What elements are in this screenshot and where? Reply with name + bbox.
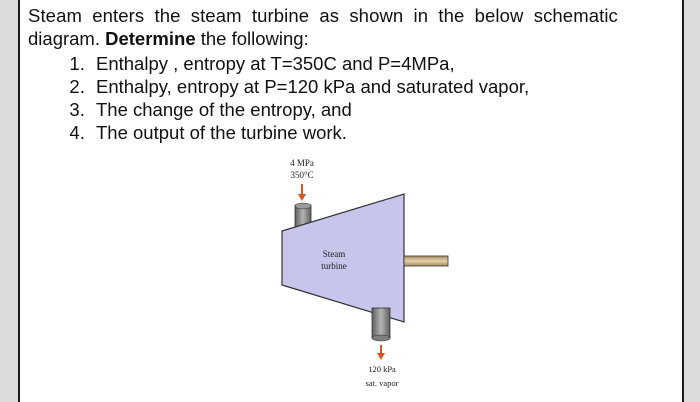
task-item: The output of the turbine work. (90, 121, 529, 144)
outlet-arrow (377, 345, 385, 360)
inlet-pressure-label: 4 MPa (290, 158, 314, 168)
inlet-pipe-opening (294, 202, 312, 210)
turbine-body (281, 193, 405, 323)
outlet-pipe (371, 307, 391, 339)
outlet-pipe-opening (371, 334, 391, 342)
intro-prefix: diagram. (28, 28, 100, 49)
task-item: Enthalpy , entropy at T=350C and P=4MPa, (90, 52, 529, 75)
turbine-schematic: 4 MPa 350°C Steam turbine 120 kPa sat. v… (281, 158, 449, 388)
outlet-state-label: sat. vapor (365, 378, 398, 388)
turbine-label-line1: Steam (323, 249, 346, 259)
output-shaft (403, 255, 449, 267)
problem-statement: Steam enters the steam turbine as shown … (28, 4, 678, 50)
task-list: Enthalpy , entropy at T=350C and P=4MPa,… (50, 52, 529, 144)
task-item: The change of the entropy, and (90, 98, 529, 121)
task-item: Enthalpy, entropy at P=120 kPa and satur… (90, 75, 529, 98)
inlet-temperature-label: 350°C (290, 170, 313, 180)
intro-bold: Determine (105, 28, 196, 49)
problem-page: Steam enters the steam turbine as shown … (18, 0, 684, 402)
turbine-label-line2: turbine (321, 261, 347, 271)
intro-line-1: Steam enters the steam turbine as shown … (28, 5, 618, 26)
outlet-pressure-label: 120 kPa (368, 364, 396, 374)
inlet-arrow (298, 184, 306, 201)
intro-suffix: the following: (200, 28, 309, 49)
